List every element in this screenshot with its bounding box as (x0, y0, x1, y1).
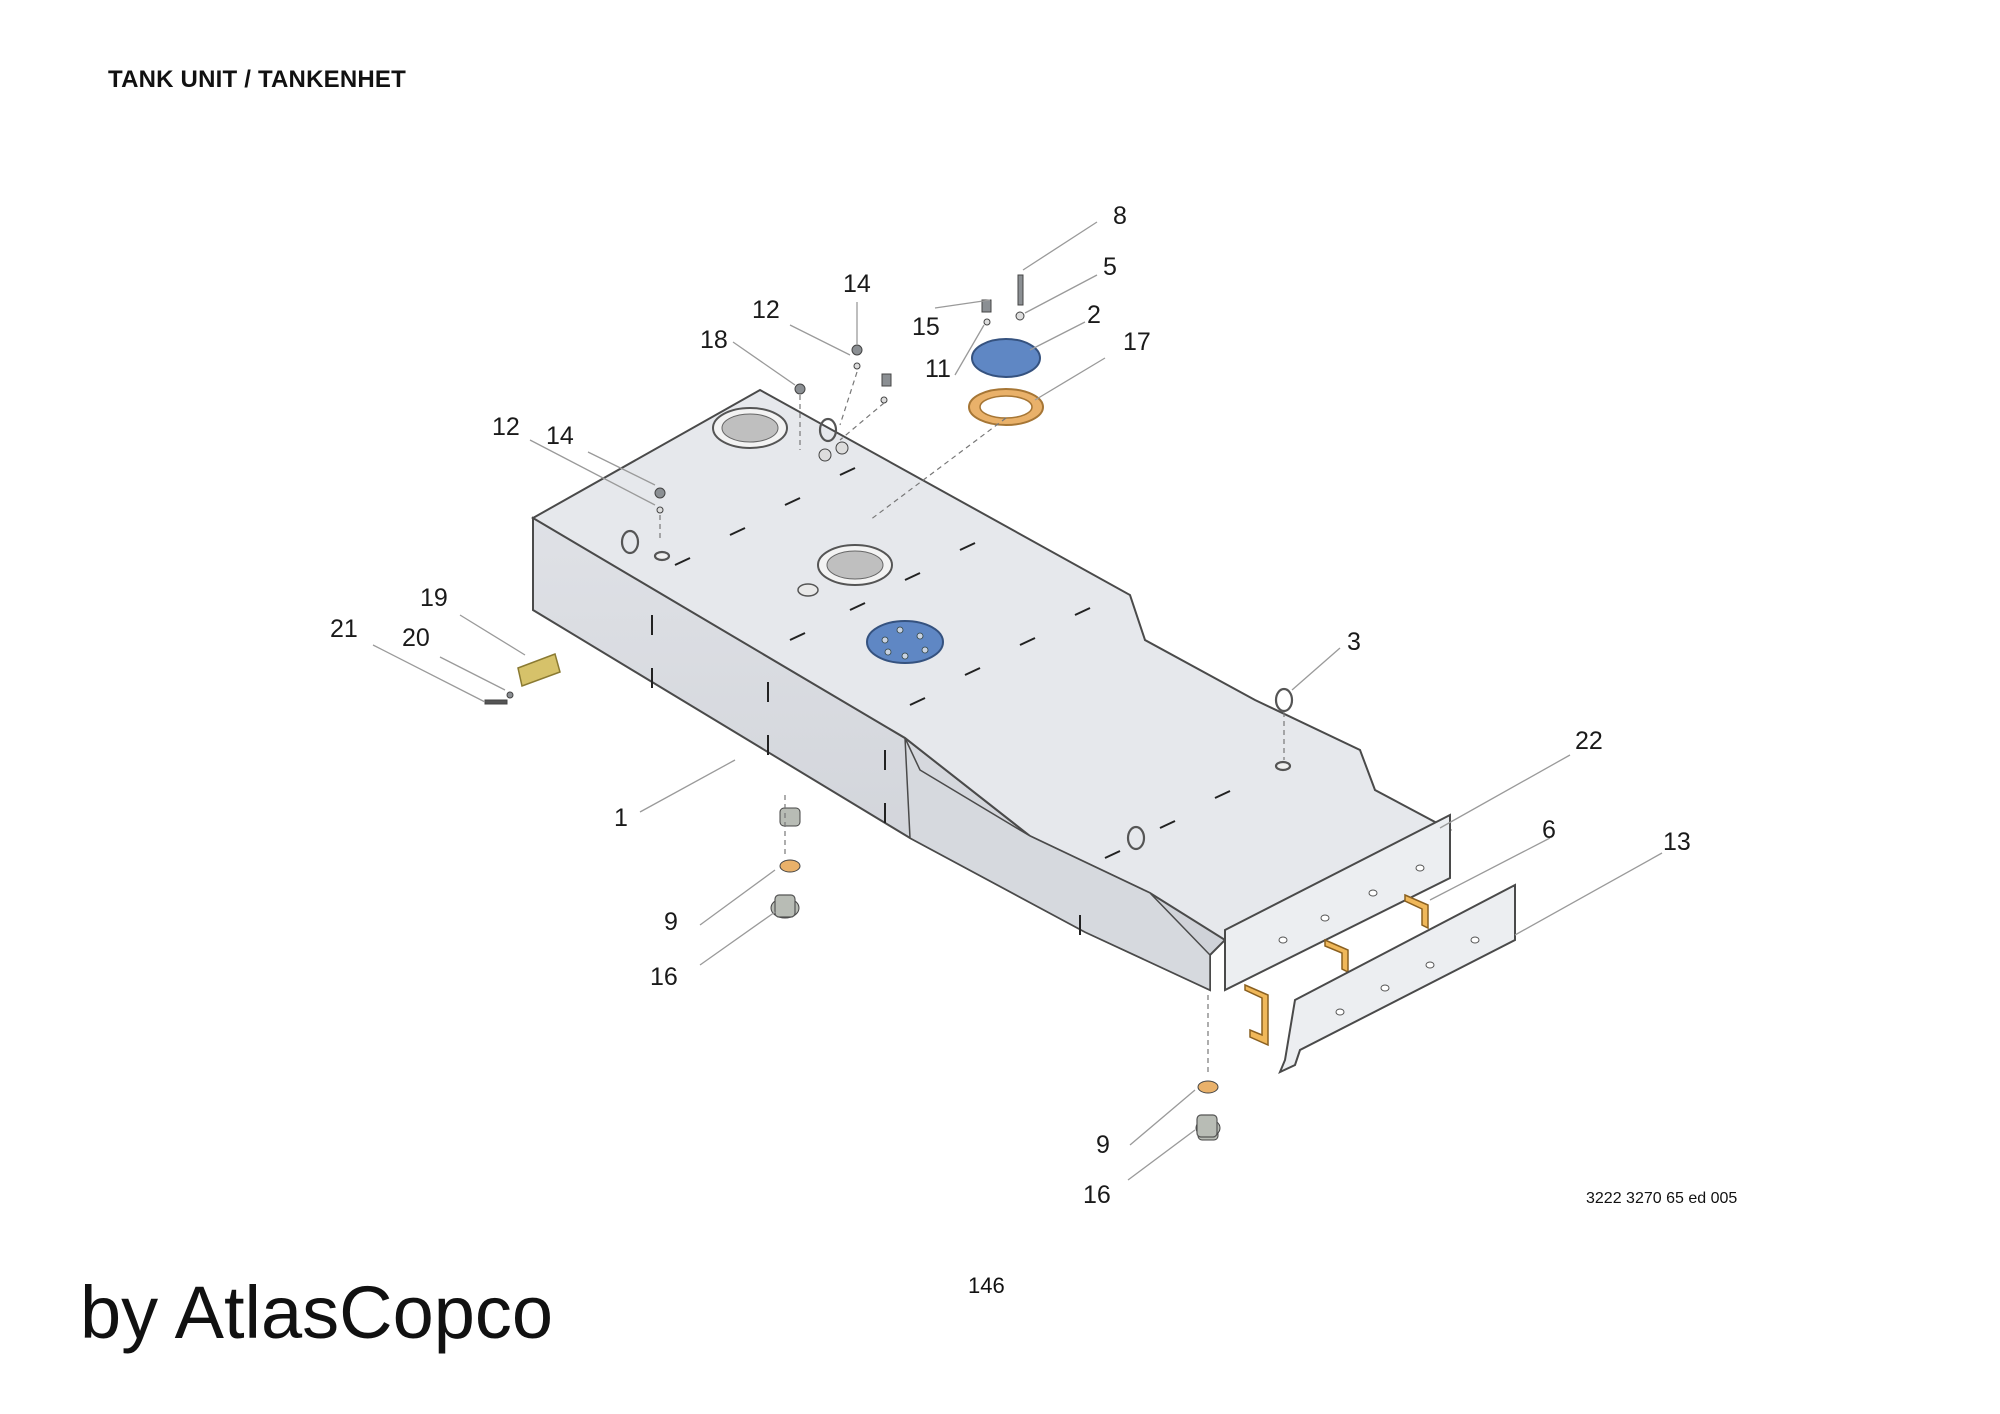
page-title: TANK UNIT / TANKENHET (108, 66, 406, 93)
callout-6: 6 (1542, 816, 1556, 844)
callout-13: 13 (1663, 828, 1691, 856)
callout-9-left: 9 (664, 908, 678, 936)
callout-3: 3 (1347, 628, 1361, 656)
leader-lines (372, 221, 1663, 1181)
callout-14-top: 14 (843, 270, 871, 298)
callout-16-left: 16 (650, 963, 678, 991)
callout-16-right: 16 (1083, 1181, 1111, 1209)
assembly-guides (659, 371, 1285, 1075)
brackets (1244, 893, 1429, 1047)
callout-2: 2 (1087, 301, 1101, 329)
tank-body (531, 388, 1453, 992)
callout-19: 19 (420, 584, 448, 612)
callout-11: 11 (925, 355, 951, 383)
page-number: 146 (968, 1273, 1005, 1298)
callout-12-top: 12 (752, 296, 780, 324)
callout-21: 21 (330, 615, 358, 643)
top-dash-lines (651, 467, 1231, 935)
lifting-eyes (620, 417, 1294, 851)
tank-lower-face (904, 737, 1211, 992)
cover-plate (971, 338, 1041, 378)
callout-18: 18 (700, 326, 728, 354)
callout-15: 15 (912, 313, 940, 341)
callout-1: 1 (614, 804, 628, 832)
callout-17: 17 (1123, 328, 1151, 356)
fitting (517, 653, 561, 688)
callout-14-left: 14 (546, 422, 574, 450)
callout-22: 22 (1575, 727, 1603, 755)
drain-plugs (774, 894, 1218, 1138)
callout-5: 5 (1103, 253, 1117, 281)
document-code: 3222 3270 65 ed 005 (1586, 1190, 1738, 1207)
brand-watermark: by AtlasCopco (80, 1271, 554, 1354)
callout-9-right: 9 (1096, 1131, 1110, 1159)
callout-8: 8 (1113, 202, 1127, 230)
callout-20: 20 (402, 624, 430, 652)
strip-plate (1278, 883, 1516, 1074)
mounting-plate (1224, 813, 1451, 992)
callout-12-left: 12 (492, 413, 520, 441)
